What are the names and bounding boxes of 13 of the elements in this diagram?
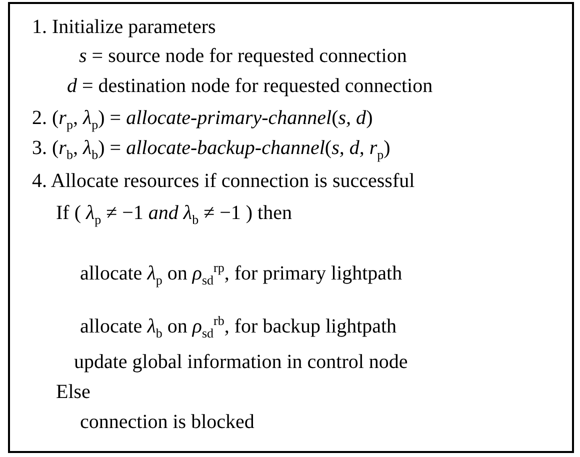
algorithm-box (8, 2, 574, 453)
pseudocode-line: connection is blocked (80, 411, 254, 433)
pseudocode-line: If ( λ$_{p}$ ≠ −1 and λ$_{b}$ ≠ −1 ) then (56, 202, 292, 229)
pseudocode-line: 1. Initialize parameters (32, 16, 216, 38)
pseudocode-line: Else (56, 381, 90, 403)
pseudocode-line: update global information in control node (74, 351, 408, 373)
pseudocode-line: 3. (r$_{b}$, λ$_{b}$) = allocate-backup-channel(s, d, r$_{p}$) (32, 137, 390, 164)
pseudocode-line: 4. Allocate resources if connection is successful (32, 170, 415, 192)
pseudocode-line: d = destination node for requested connection (67, 75, 433, 97)
pseudocode-line: 2. (r$_{p}$, λ$_{p}$) = allocate-primary-channel(s, d) (32, 107, 373, 134)
pseudocode-line: allocate λ$_{p}$ on ρ$_{sd}$$^{rp}$, for primary lightpath (80, 259, 402, 290)
pseudocode-line: allocate λ$_{b}$ on ρ$_{sd}$$^{rb}$, for backup lightpath (80, 312, 397, 343)
pseudocode-line: s = source node for requested connection (79, 45, 407, 67)
